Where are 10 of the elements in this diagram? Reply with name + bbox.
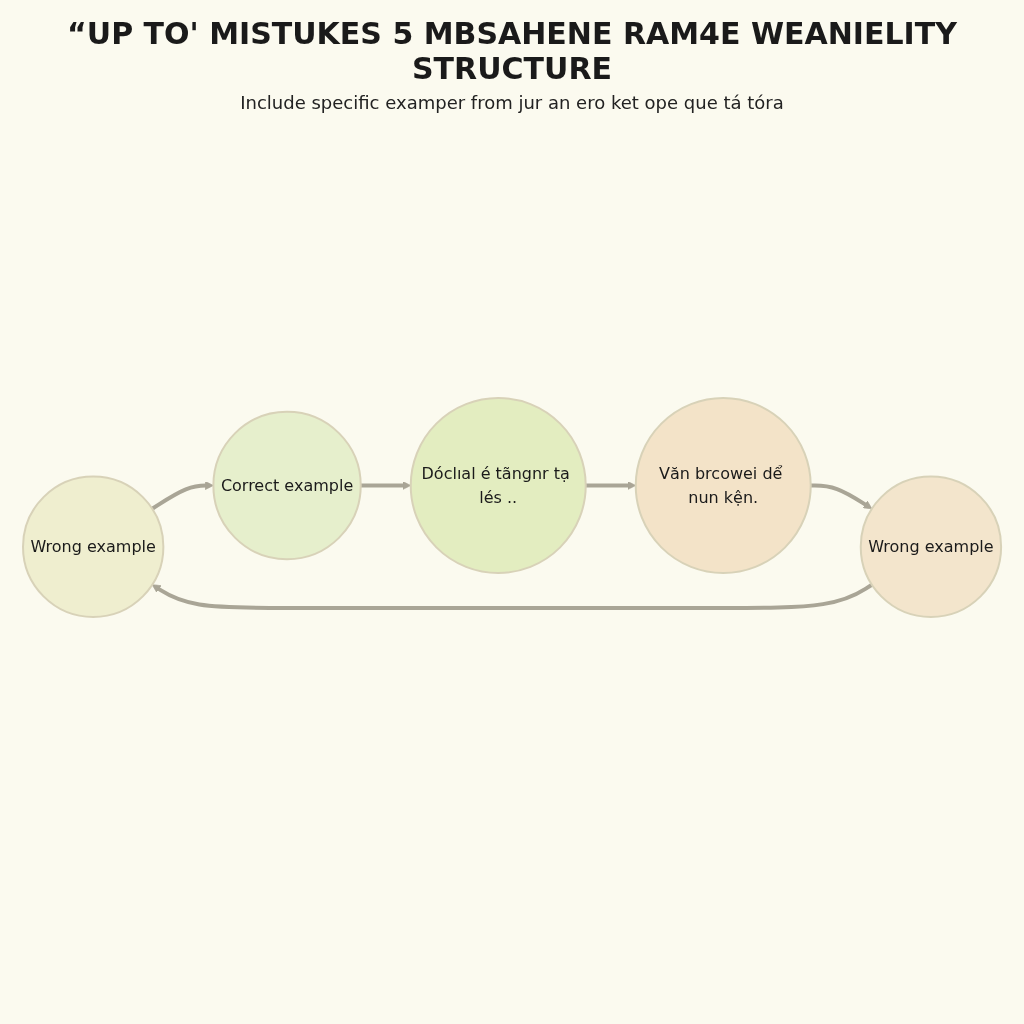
node-circle: Wrong example [859,475,1003,618]
node-circle: Wrong example [21,475,165,618]
arrow [810,483,873,509]
arrow [151,480,214,510]
arrow [151,582,873,610]
note-text: Include specific examper from jur an ero ket ope que tá tóra [239,92,785,113]
diagram-title: “UP TO' MISTUKES 5 MBSAHENE RAM4E WEANIELITY STRUCTURE [66,16,958,86]
node-circle: Correct example [212,410,362,560]
node-circle: Văn brcowei dể nun kện. [634,396,812,574]
node-circle: Dóclıal é tãngnr tạ lés .. [409,396,587,574]
